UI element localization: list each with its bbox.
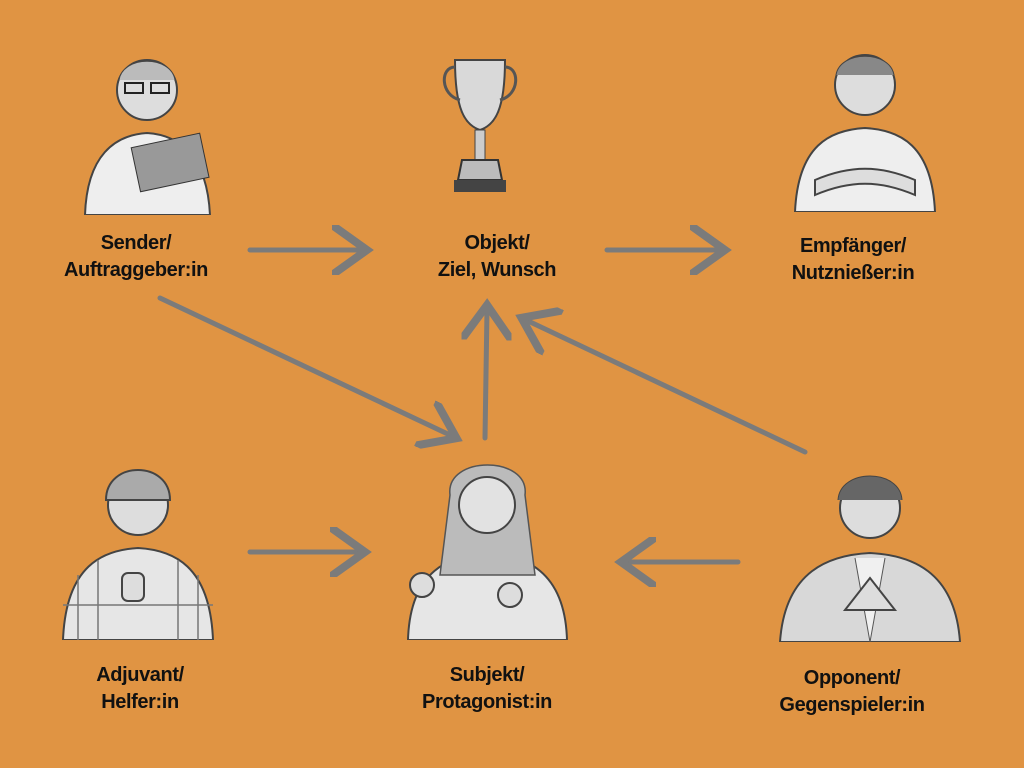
subjekt-title: Subjekt/ [449, 664, 525, 686]
empfaenger-subtitle: Nutznießer:in [791, 262, 915, 284]
sender-woman-clipboard-icon [83, 59, 212, 215]
node-opponent: Opponent/ Gegenspieler:in [732, 665, 972, 719]
adjuvant-title: Adjuvant/ [96, 664, 184, 686]
arrow-opponent-to-objekt [526, 320, 808, 455]
objekt-title: Objekt/ [464, 232, 530, 254]
node-objekt: Objekt/ Ziel, Wunsch [377, 230, 617, 284]
node-adjuvant: Adjuvant/ Helfer:in [20, 662, 260, 716]
opponent-title: Opponent/ [803, 667, 901, 689]
subjekt-subtitle: Protagonist:in [422, 691, 552, 713]
arrow-sender-to-subjekt [157, 295, 452, 436]
node-sender: Sender/ Auftraggeber:in [16, 230, 256, 284]
opponent-man-scheming-icon [778, 475, 962, 642]
opponent-subtitle: Gegenspieler:in [779, 694, 925, 716]
empfaenger-title: Empfänger/ [799, 235, 907, 257]
node-empfaenger: Empfänger/ Nutznießer:in [733, 233, 973, 287]
sender-subtitle: Auftraggeber:in [63, 259, 208, 281]
arrow-subjekt-to-objekt [485, 310, 487, 441]
subjekt-woman-protagonist-icon [406, 464, 569, 640]
objekt-subtitle: Ziel, Wunsch [437, 259, 557, 281]
trophy-icon [442, 59, 518, 192]
sender-title: Sender/ [100, 232, 172, 254]
adjuvant-subtitle: Helfer:in [101, 691, 179, 713]
node-subjekt: Subjekt/ Protagonist:in [367, 662, 607, 716]
adjuvant-man-thumbs-up-icon [61, 469, 215, 640]
empfaenger-man-arms-crossed-icon [793, 54, 937, 212]
